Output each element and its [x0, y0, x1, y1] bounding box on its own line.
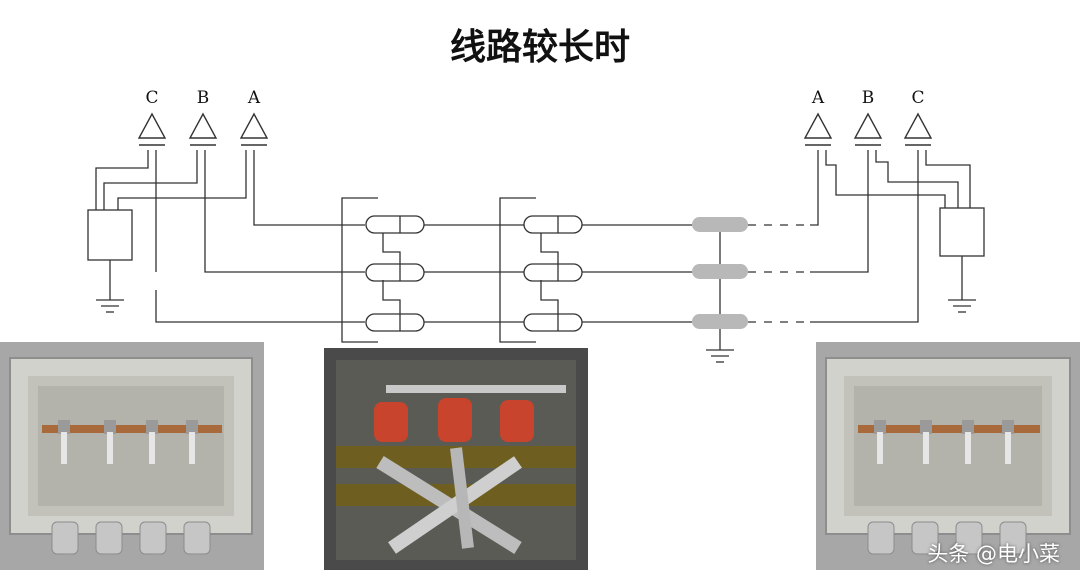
middle-arrester-photo: [324, 348, 588, 570]
watermark: 头条 @电小菜: [927, 542, 1060, 566]
cable-sheaths: [692, 217, 748, 329]
right-terminal-c-icon: [903, 112, 933, 139]
junction-box-1: [341, 197, 425, 343]
right-enclosure-photo: [816, 342, 1080, 570]
long-line-break: [748, 224, 810, 323]
right-phase-labels: A B C: [811, 88, 925, 108]
right-wiring: [810, 150, 985, 323]
right-label-c: C: [911, 88, 924, 108]
left-phase-labels: C B A: [145, 88, 260, 108]
left-enclosure-photo: [0, 342, 264, 570]
right-label-b: B: [862, 88, 875, 108]
junction-box-2: [499, 197, 583, 343]
left-label-c: C: [145, 88, 158, 108]
right-ground-icon: [948, 299, 976, 313]
right-surge-protector-box: [939, 207, 985, 257]
page-title: 线路较长时: [449, 27, 630, 68]
left-label-b: B: [197, 88, 210, 108]
right-terminal-a-icon: [803, 112, 833, 139]
left-terminal-a-icon: [239, 112, 269, 139]
left-terminal-c-icon: [137, 112, 167, 139]
left-label-a: A: [247, 88, 261, 108]
left-surge-protector-box: [87, 209, 133, 261]
inter-box-wires: [424, 224, 692, 323]
right-label-a: A: [811, 88, 825, 108]
left-wiring: [87, 150, 365, 323]
left-ground-icon: [96, 299, 124, 313]
right-terminal-b-icon: [853, 112, 883, 139]
right-terminals: [803, 112, 933, 146]
middle-ground-icon: [706, 349, 734, 363]
left-terminals: [137, 112, 269, 146]
left-terminal-b-icon: [188, 112, 218, 139]
